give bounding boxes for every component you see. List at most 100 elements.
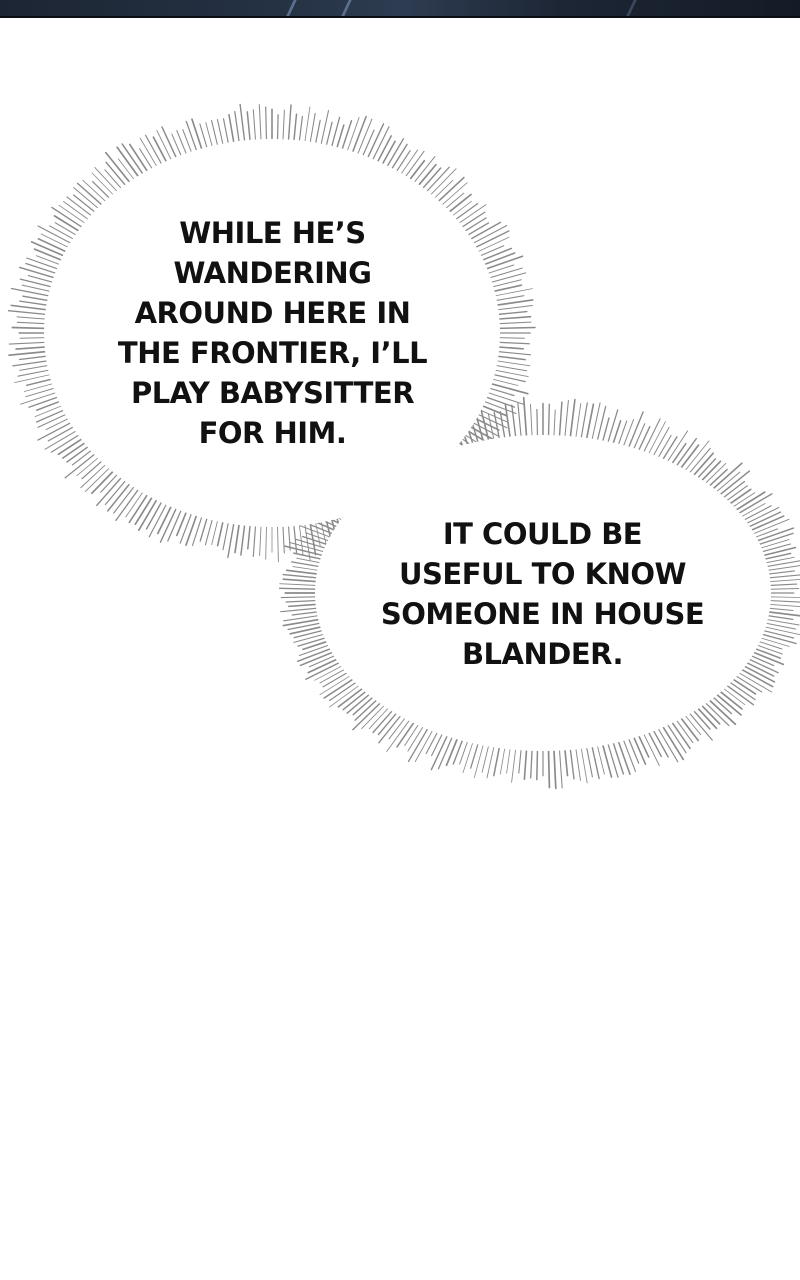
burst-ray [459,739,469,765]
burst-ray [601,417,610,444]
burst-ray [72,194,97,214]
burst-ray [684,440,710,472]
burst-ray [91,180,111,200]
burst-ray [37,225,73,245]
burst-ray [486,391,525,405]
burst-ray [580,746,588,784]
burst-ray [494,299,534,307]
burst-ray [105,151,132,185]
burst-ray [8,341,47,345]
burst-ray [569,398,576,439]
burst-ray [314,119,321,146]
burst-ray [252,523,257,557]
burst-ray [234,110,240,144]
burst-ray [10,287,51,297]
burst-ray [396,720,416,748]
burst-ray [517,402,522,439]
burst-ray [475,414,485,444]
burst-ray [47,425,76,442]
burst-ray [580,402,588,440]
burst-ray [37,238,68,253]
burst-ray [760,543,792,553]
burst-ray [144,134,163,166]
burst-ray [761,546,797,557]
burst-ray [759,637,790,647]
burst-ray [707,468,728,488]
burst-ray [341,119,353,152]
burst-ray [287,104,292,143]
burst-ray [25,262,58,275]
burst-ray [84,466,111,492]
burst-ray [647,730,663,758]
bubble-1-line: AROUND HERE IN [134,296,411,330]
burst-ray [152,136,168,164]
burst-ray [766,610,800,617]
burst-ray [399,149,419,176]
burst-ray [765,614,794,621]
burst-ray [121,143,145,176]
burst-ray [276,114,279,142]
burst-ray [297,636,328,647]
burst-ray [134,495,154,526]
burst-ray [765,618,800,626]
burst-ray [412,156,436,184]
burst-ray [145,500,163,530]
burst-ray [480,247,513,262]
burst-ray [94,166,119,193]
burst-ray [766,565,800,572]
burst-ray [753,647,782,659]
burst-ray [361,129,375,158]
burst-ray [26,257,60,270]
burst-ray [700,703,721,725]
burst-ray [486,744,495,779]
burst-ray [666,430,689,463]
burst-ray [416,163,437,188]
burst-ray [744,661,775,677]
burst-ray [692,709,711,730]
bubble-1-line: FOR HIM. [198,416,347,450]
burst-ray [753,528,778,539]
burst-ray [66,445,90,463]
burst-ray [293,633,326,643]
bubble-2-line: IT COULD BE [442,517,643,551]
burst-ray [612,420,622,446]
burst-ray [470,741,480,769]
burst-ray [73,187,100,210]
burst-ray [61,441,87,459]
burst-ray [558,401,563,439]
burst-ray [291,561,321,568]
burst-ray [91,469,115,495]
burst-ray [596,405,607,443]
burst-ray [298,644,331,657]
burst-ray [473,417,500,431]
burst-ray [64,452,97,479]
burst-ray [447,193,472,214]
burst-ray [751,518,790,535]
burst-ray [40,233,70,249]
burst-ray [25,387,56,398]
burst-ray [627,736,640,764]
burst-ray [749,654,775,667]
burst-ray [511,747,517,783]
burst-ray [113,485,136,514]
burst-ray [407,726,430,763]
burst-ray [185,513,198,547]
burst-ray [747,511,782,528]
burst-ray [372,709,394,734]
burst-ray [547,403,550,438]
burst-ray [499,746,506,775]
burst-ray [585,403,595,441]
burst-ray [252,109,257,143]
burst-ray [44,429,78,450]
burst-ray [496,315,532,320]
burst-ray [481,744,490,773]
burst-ray [575,746,581,781]
burst-ray [302,640,329,651]
burst-ray [45,417,70,431]
burst-ray [175,509,188,537]
burst-ray [564,399,569,439]
burst-ray [601,742,613,778]
burst-ray [496,350,532,356]
burst-ray [34,404,64,418]
burst-ray [627,411,644,450]
